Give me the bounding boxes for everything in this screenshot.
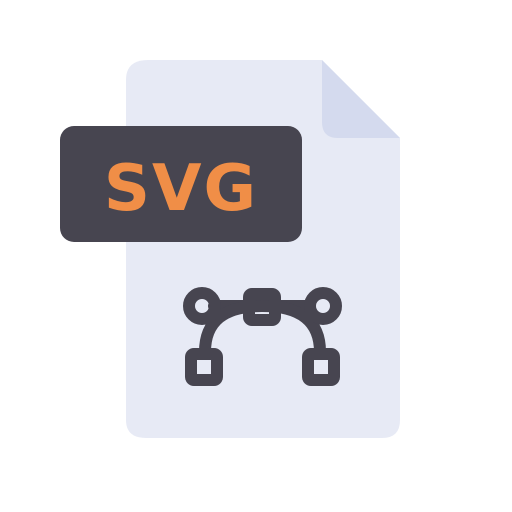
file-type-label: SVG <box>104 152 258 226</box>
folded-corner-icon <box>322 60 400 138</box>
file-type-badge <box>60 126 302 242</box>
vector-bezier-path-icon <box>183 287 342 386</box>
